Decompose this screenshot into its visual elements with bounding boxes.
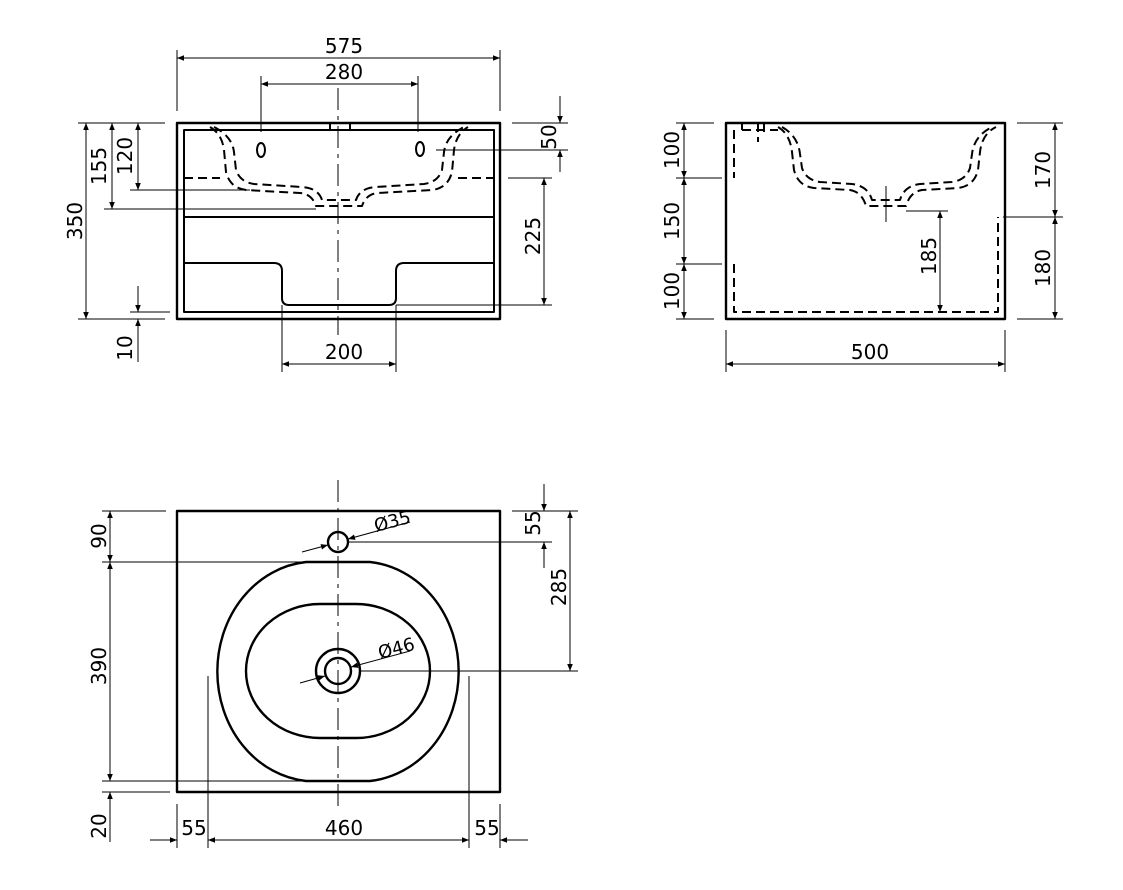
top-bowl-rim (216, 560, 460, 783)
dim-top-drain-diameter: Ø46 (376, 634, 417, 664)
top-bowl-basin (244, 602, 432, 740)
dim-200: 200 (325, 340, 363, 364)
side-view: 100 150 100 170 180 185 500 (660, 121, 1063, 372)
dim-50: 50 (537, 124, 561, 149)
dim-120: 120 (113, 137, 137, 175)
dim-side-100-top: 100 (660, 131, 684, 169)
dim-top-55-left: 55 (181, 816, 206, 840)
dim-top-285: 285 (547, 568, 571, 606)
dim-350: 350 (63, 202, 87, 240)
dim-top-460: 460 (325, 816, 363, 840)
front-overflow-hole-left (256, 142, 266, 158)
dim-side-500: 500 (851, 340, 889, 364)
front-inner-frame (183, 129, 495, 313)
dim-side-100-bottom: 100 (660, 272, 684, 310)
dim-155: 155 (87, 147, 111, 185)
dim-10: 10 (113, 335, 137, 360)
front-view: 575 280 350 155 120 50 225 10 (63, 34, 568, 372)
front-hidden-bowl-outer (209, 126, 469, 207)
dim-280: 280 (325, 60, 363, 84)
front-hidden-lines (183, 129, 495, 217)
dim-top-55-right: 55 (474, 816, 499, 840)
front-drawer-notch (184, 262, 494, 306)
dim-side-170: 170 (1031, 151, 1055, 189)
side-hidden-bowl-inner (781, 126, 993, 201)
top-view: 90 390 20 55 285 Ø35 Ø46 55 (87, 480, 578, 848)
dim-225: 225 (521, 217, 545, 255)
front-overflow-hole-right (415, 141, 425, 157)
side-outline (724, 121, 1007, 321)
dim-side-150: 150 (660, 202, 684, 240)
side-hidden-frame (733, 130, 999, 313)
dim-top-55: 55 (521, 510, 545, 535)
dim-top-20: 20 (87, 813, 111, 838)
dim-575: 575 (325, 34, 363, 58)
dim-top-90: 90 (87, 523, 111, 548)
front-hidden-bowl-inner (213, 126, 465, 201)
dim-side-180: 180 (1031, 249, 1055, 287)
dim-top-390: 390 (87, 647, 111, 685)
side-hidden-tap (741, 123, 778, 142)
side-hidden-bowl-outer (777, 126, 997, 207)
dim-side-185: 185 (917, 237, 941, 275)
